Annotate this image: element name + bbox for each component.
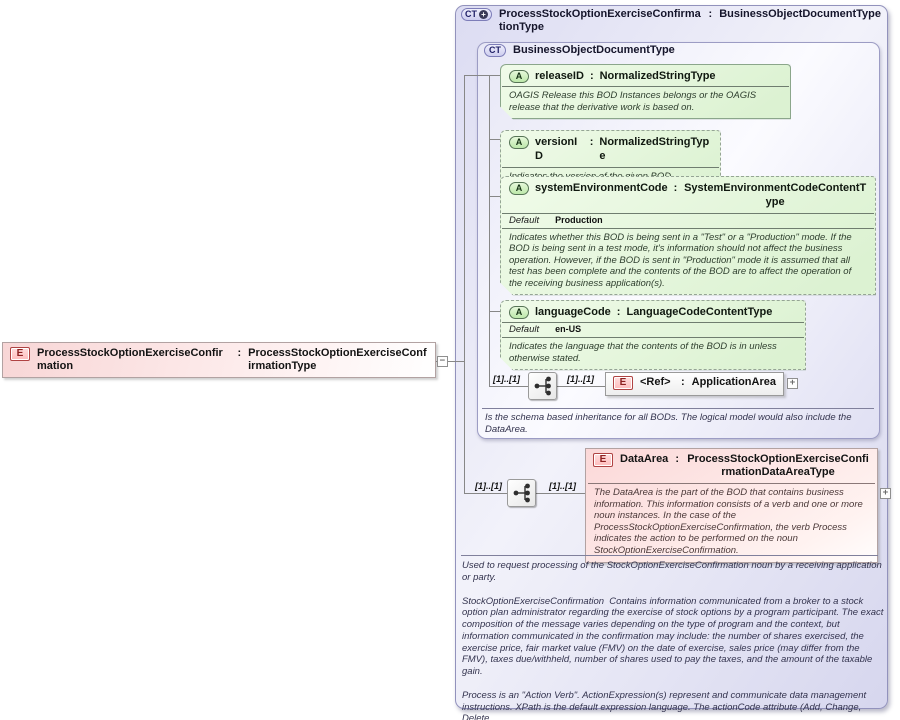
cardinality-ref-left: [1]..[1]	[493, 374, 520, 384]
colon-separator: :	[708, 8, 713, 20]
element-dataarea-doc: The DataArea is the part of the BOD that…	[594, 486, 863, 556]
collapse-root-button[interactable]: −	[437, 356, 448, 367]
complex-type-icon-label: CT	[465, 9, 477, 19]
attribute-default-row: Default en-US	[501, 323, 805, 337]
divider	[502, 213, 874, 214]
element-name: DataArea	[620, 453, 669, 465]
connector-stub-systemenvironmentcode	[489, 196, 500, 197]
element-root-header: E ProcessStockOptionExerciseConfirmation…	[3, 343, 435, 377]
base-type-name: BusinessObjectDocumentType	[513, 44, 675, 56]
attribute-icon: A	[509, 182, 529, 195]
colon-separator: :	[680, 376, 685, 388]
element-icon: E	[613, 376, 633, 390]
connector-dataarea-right	[536, 493, 585, 494]
element-dataarea[interactable]: E DataArea : ProcessStockOptionExerciseC…	[585, 448, 878, 564]
attribute-languagecode-doc: Indicates the language that the contents…	[509, 341, 777, 364]
cardinality-dataarea-left: [1]..[1]	[475, 481, 502, 491]
attribute-icon: A	[509, 70, 529, 83]
sequence-glyph	[513, 483, 530, 503]
attribute-type: NormalizedStringType	[599, 70, 716, 82]
default-value: Production	[555, 214, 603, 225]
attribute-default-row: Default Production	[501, 214, 875, 228]
base-type-icon: CT	[484, 44, 506, 57]
connector-stub-versionid	[489, 139, 500, 140]
sequence-icon[interactable]	[507, 479, 536, 507]
element-icon: E	[593, 453, 613, 467]
attribute-name: languageCode	[535, 306, 611, 318]
divider	[502, 86, 789, 87]
colon-separator: :	[589, 70, 594, 82]
colon-separator: :	[237, 347, 242, 359]
divider	[588, 482, 875, 484]
attribute-languagecode-header: A languageCode : LanguageCodeContentType	[501, 301, 805, 322]
expand-ref-button[interactable]: +	[787, 378, 798, 389]
sequence-glyph	[534, 376, 551, 396]
divider	[482, 408, 874, 409]
attribute-type: LanguageCodeContentType	[626, 306, 773, 318]
attribute-languagecode[interactable]: A languageCode : LanguageCodeContentType…	[500, 300, 806, 370]
attribute-releaseid-doc: OAGIS Release this BOD Instances belongs…	[509, 90, 757, 113]
divider	[502, 337, 804, 338]
element-ref-applicationarea[interactable]: E <Ref> : ApplicationArea	[605, 372, 784, 396]
attribute-type: NormalizedStringType	[599, 136, 710, 163]
attribute-name: versionID	[535, 136, 578, 163]
default-label: Default	[509, 324, 540, 336]
connector-ref-right	[557, 386, 605, 387]
complex-type-documentation: Used to request processing of the StockO…	[462, 560, 886, 720]
attribute-systemenvironmentcode[interactable]: A systemEnvironmentCode : SystemEnvironm…	[500, 176, 876, 295]
divider	[502, 322, 804, 323]
connector-ref-left	[489, 386, 528, 387]
connector-root-entry	[435, 361, 464, 362]
default-label: Default	[509, 214, 540, 226]
doc-paragraph-2: StockOptionExerciseConfirmation Contains…	[462, 595, 887, 678]
colon-separator: :	[673, 182, 678, 194]
connector-stub-languagecode	[489, 311, 500, 312]
connector-outer-trunk	[464, 75, 465, 493]
doc-paragraph-3: Process is an "Action Verb". ActionExpre…	[462, 689, 867, 720]
divider	[502, 167, 719, 168]
default-value: en-US	[555, 324, 582, 335]
divider	[502, 228, 874, 229]
attribute-type: SystemEnvironmentCodeContentType	[684, 182, 867, 209]
element-ref-header: E <Ref> : ApplicationArea	[606, 373, 783, 393]
element-type: ApplicationArea	[691, 376, 776, 388]
attribute-releaseid[interactable]: A releaseID : NormalizedStringType OAGIS…	[500, 64, 791, 119]
element-name: <Ref>	[640, 376, 671, 388]
extension-plus-icon: +	[479, 10, 488, 19]
sequence-icon[interactable]	[528, 372, 557, 400]
element-dataarea-header: E DataArea : ProcessStockOptionExerciseC…	[586, 449, 877, 483]
element-root[interactable]: E ProcessStockOptionExerciseConfirmation…	[2, 342, 436, 378]
complex-type-base-name: BusinessObjectDocumentType	[719, 8, 881, 20]
base-type-header[interactable]: CT BusinessObjectDocumentType	[484, 44, 675, 57]
complex-type-header[interactable]: CT+ ProcessStockOptionExerciseConfirmati…	[461, 8, 881, 34]
cardinality-ref-right: [1]..[1]	[567, 374, 594, 384]
attribute-icon: A	[509, 306, 529, 319]
element-type: ProcessStockOptionExerciseConfirmationTy…	[248, 347, 427, 372]
base-type-doc: Is the schema based inheritance for all …	[485, 412, 852, 435]
colon-separator: :	[589, 136, 594, 148]
attribute-icon: A	[509, 136, 529, 149]
colon-separator: :	[675, 453, 679, 465]
complex-type-extension-icon: CT+	[461, 8, 492, 21]
connector-dataarea-left	[464, 493, 508, 494]
attribute-versionid-header: A versionID : NormalizedStringType	[501, 131, 720, 167]
expand-dataarea-button[interactable]: +	[880, 488, 891, 499]
divider	[461, 555, 878, 556]
attribute-name: releaseID	[535, 70, 584, 82]
attribute-name: systemEnvironmentCode	[535, 182, 668, 194]
cardinality-dataarea-right: [1]..[1]	[549, 481, 576, 491]
connector-stub-releaseid	[464, 75, 500, 76]
attribute-systemenvironmentcode-header: A systemEnvironmentCode : SystemEnvironm…	[501, 177, 875, 213]
colon-separator: :	[616, 306, 621, 318]
element-icon: E	[10, 347, 30, 361]
element-type: ProcessStockOptionExerciseConfirmationDa…	[687, 453, 869, 478]
element-name: ProcessStockOptionExerciseConfirmation	[37, 347, 223, 372]
connector-inner-trunk	[489, 75, 490, 386]
attribute-systemenvironmentcode-doc: Indicates whether this BOD is being sent…	[509, 231, 852, 289]
doc-paragraph-1: Used to request processing of the StockO…	[462, 560, 885, 583]
attribute-releaseid-header: A releaseID : NormalizedStringType	[501, 65, 790, 86]
complex-type-name: ProcessStockOptionExerciseConfirmationTy…	[499, 8, 701, 33]
base-type-icon-label: CT	[489, 45, 501, 55]
